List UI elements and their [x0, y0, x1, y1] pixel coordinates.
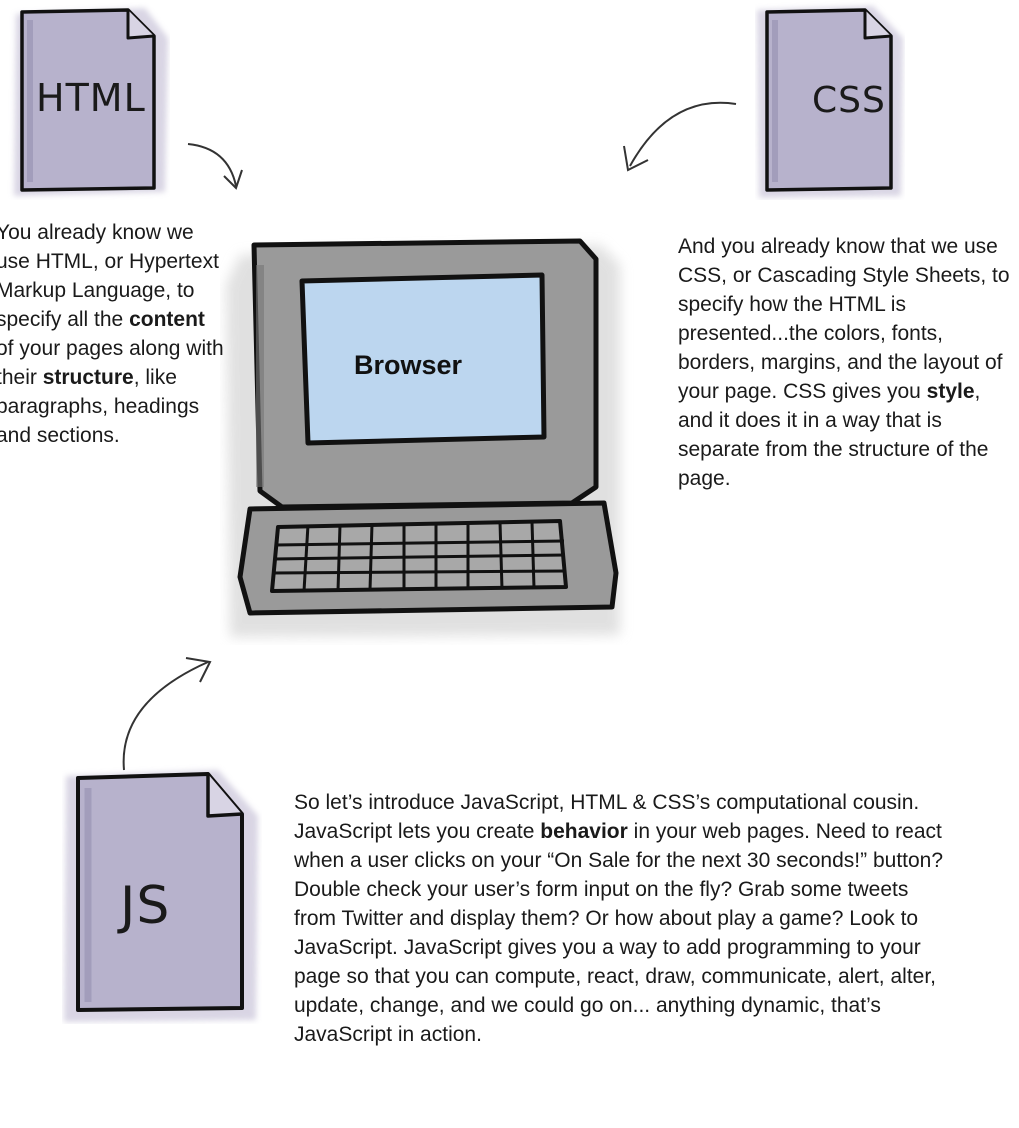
- html-description-text-1: You already know we use HTML, or Hyperte…: [0, 221, 219, 331]
- css-document-label: CSS: [812, 80, 886, 121]
- html-document-label: HTML: [36, 76, 146, 120]
- html-description-text-3: , like paragraphs, headings and sections…: [0, 366, 200, 447]
- html-description-bold-structure: structure: [42, 366, 134, 389]
- js-description: So let’s introduce JavaScript, HTML & CS…: [294, 788, 954, 1049]
- css-document-icon: [755, 0, 905, 200]
- computer-illustration: [220, 225, 640, 645]
- js-document-icon: [62, 764, 262, 1024]
- css-description-bold-style: style: [926, 380, 975, 403]
- browser-label: Browser: [354, 350, 463, 380]
- arrow-js-to-browser: [122, 657, 212, 771]
- css-description: And you already know that we use CSS, or…: [678, 232, 1018, 493]
- js-description-text-1: So let’s introduce JavaScript, HTML & CS…: [294, 791, 920, 843]
- js-description-text-2: in your web pages. Need to react when a …: [294, 820, 944, 1046]
- arrow-html-to-browser: [187, 143, 243, 190]
- js-description-bold-behavior: behavior: [540, 820, 628, 843]
- html-description-text-2: of your pages along with their: [0, 337, 224, 389]
- html-description-bold-content: content: [129, 308, 205, 331]
- arrow-css-to-browser: [623, 101, 737, 172]
- html-description: You already know we use HTML, or Hyperte…: [0, 218, 228, 450]
- html-document-icon: [0, 0, 170, 200]
- css-description-text-2: , and it does it in a way that is separa…: [678, 380, 989, 490]
- css-description-text-1: And you already know that we use CSS, or…: [678, 235, 1010, 403]
- js-document-label: JS: [120, 876, 171, 936]
